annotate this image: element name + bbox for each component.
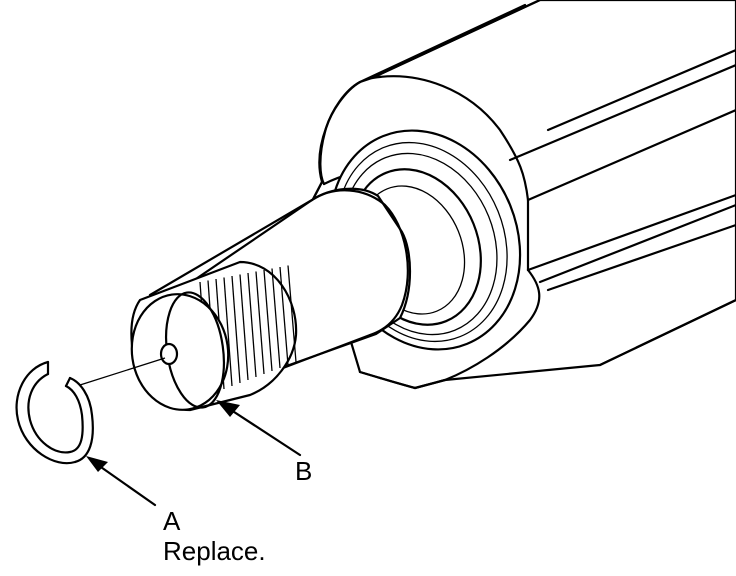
spline-tooth — [287, 265, 297, 363]
spline-tooth — [223, 277, 233, 387]
callout-a-note: Replace. — [163, 536, 266, 566]
spline-tooth — [279, 266, 289, 366]
spline-tooth — [263, 269, 273, 372]
leader-arrow-b — [216, 400, 302, 457]
center-line — [79, 357, 166, 386]
callout-b-label: B — [295, 456, 312, 486]
spline-tooth — [247, 272, 257, 378]
leader-arrow-a — [86, 456, 157, 507]
spline-tooth — [239, 274, 249, 381]
snap-ring — [15, 360, 94, 465]
splined-stub — [130, 260, 298, 412]
callout-a-label: A — [163, 506, 181, 536]
spline-tooth — [231, 275, 241, 384]
spline-tooth — [271, 268, 281, 369]
spline-tooth — [255, 271, 265, 375]
center-hole — [159, 342, 179, 366]
